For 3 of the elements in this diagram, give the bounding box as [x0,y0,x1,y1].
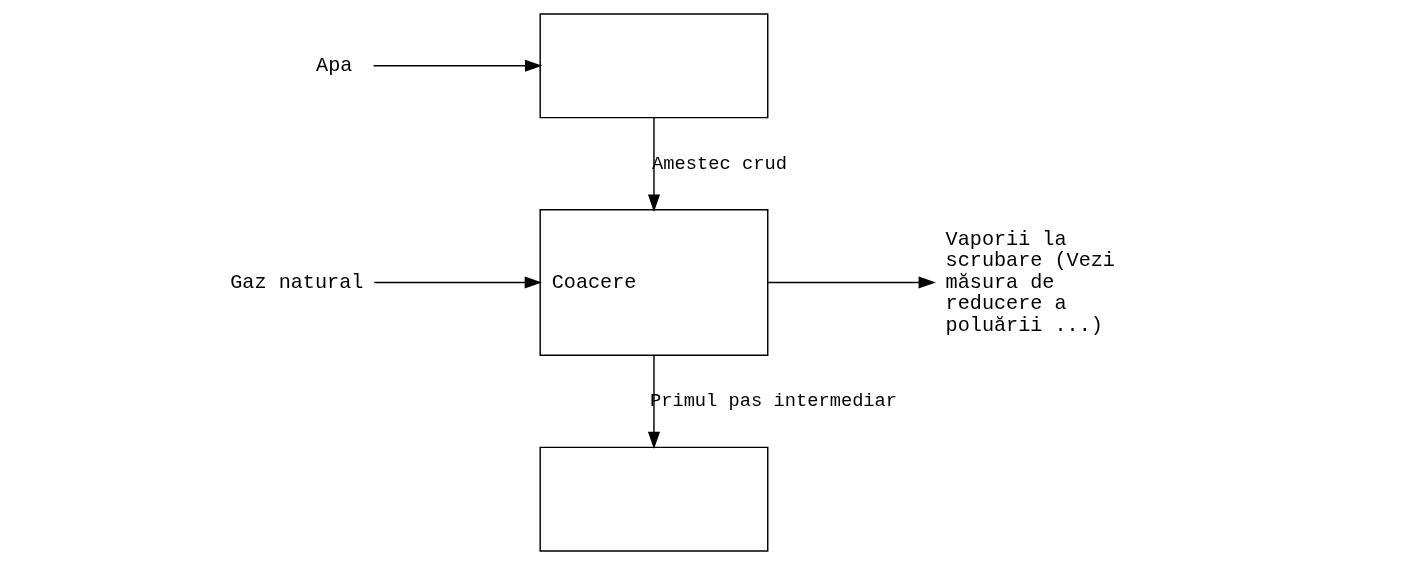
node-text: Apa [316,54,353,78]
node-text: Vaporii la scrubare (Vezi măsura de reducere a poluării ...) [945,227,1115,338]
node-text: Gaz natural [230,270,364,294]
